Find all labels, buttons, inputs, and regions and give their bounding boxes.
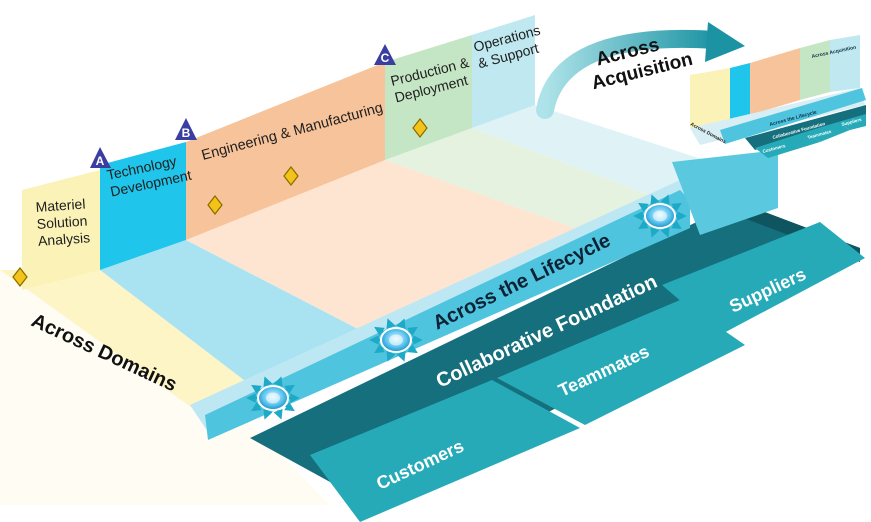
svg-text:A: A <box>96 154 105 168</box>
milestones: A B C <box>90 44 396 168</box>
diamonds <box>12 118 428 287</box>
diamond-marker <box>12 267 28 287</box>
tile-customers <box>310 380 580 522</box>
milestone-c: C <box>374 44 396 65</box>
foundation-tiles <box>310 222 865 522</box>
diamond-marker <box>283 166 299 186</box>
phase-wall-technology <box>100 142 186 270</box>
gear-icon <box>246 376 300 420</box>
tile-suppliers <box>662 222 865 335</box>
phase-wall-materiel <box>22 170 100 290</box>
lifecycle-band <box>190 150 778 440</box>
thumbnail-customers: Customers <box>762 143 786 154</box>
gear-icon <box>633 194 687 238</box>
diamond-marker <box>412 118 428 138</box>
svg-text:B: B <box>182 126 191 140</box>
phase-wall-engineering <box>186 62 385 240</box>
thumbnail-suppliers: Suppliers <box>841 117 863 127</box>
thumbnail-teammates: Teammates <box>807 129 832 140</box>
milestone-a: A <box>90 147 111 168</box>
milestone-b: B <box>175 118 197 140</box>
diamond-marker <box>207 195 223 215</box>
acquisition-curve-arrow <box>536 22 745 119</box>
thumbnail-diagram: Across the Lifecycle Collaborative Found… <box>689 35 866 158</box>
svg-text:C: C <box>381 51 390 65</box>
tile-teammates <box>497 300 745 425</box>
phase-wall-operations <box>472 15 535 128</box>
phase-walls <box>22 15 535 290</box>
phase-wall-production <box>385 35 472 160</box>
phase-label-materiel: Materiel Solution Analysis <box>35 195 93 249</box>
gear-icons <box>246 194 687 420</box>
gear-icon <box>369 318 423 362</box>
